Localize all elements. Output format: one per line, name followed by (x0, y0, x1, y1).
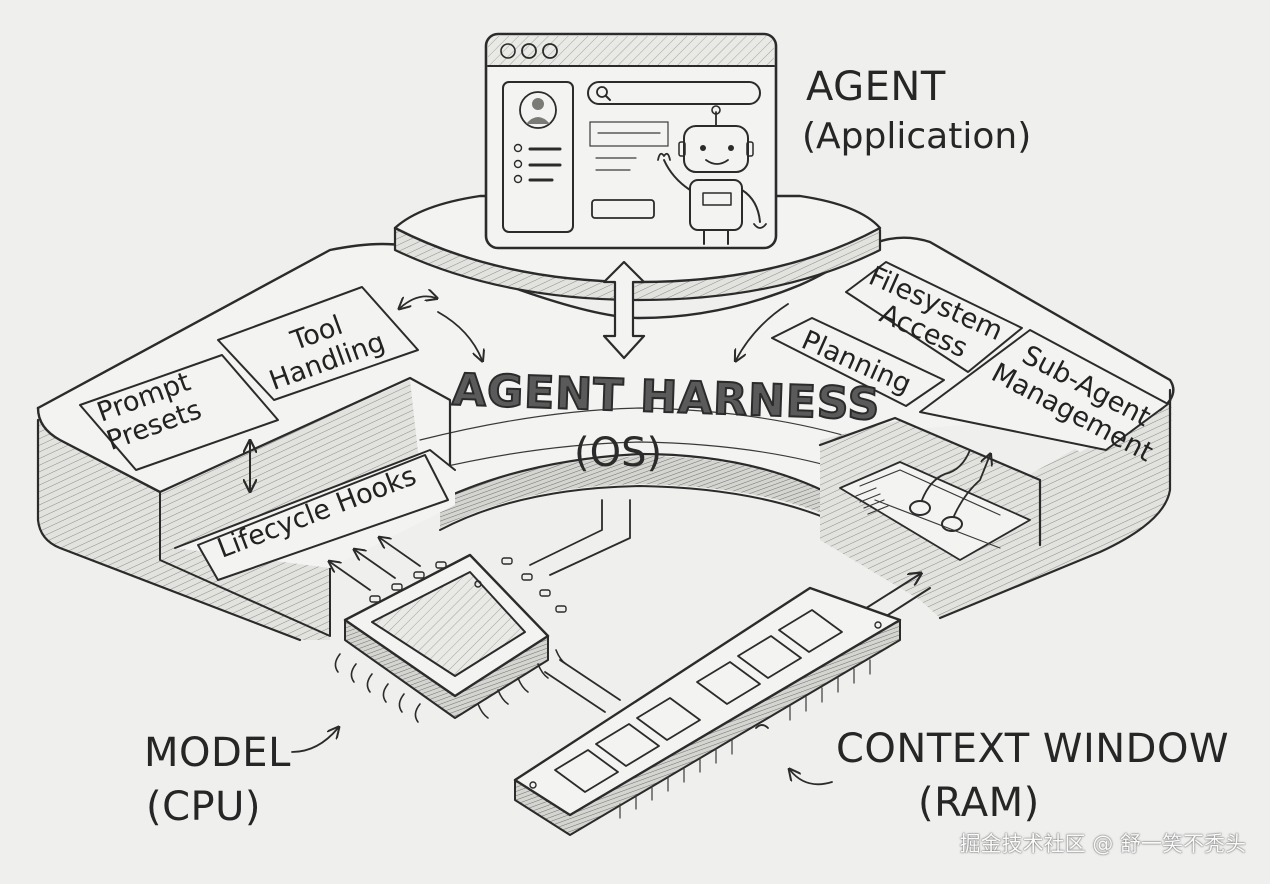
right-recess-tray (818, 416, 1042, 600)
control-knob-icon (941, 516, 963, 532)
cpu-chip-icon (334, 553, 567, 723)
search-icon (596, 86, 611, 101)
agent-subtitle: (Application) (802, 116, 1032, 157)
app-search-bar (587, 81, 761, 105)
user-avatar-icon (519, 91, 557, 129)
control-knob-icon (909, 500, 931, 516)
ram-contacts (619, 659, 871, 819)
ram-stick-icon (513, 586, 902, 836)
window-close-icon (500, 43, 516, 59)
watermark: 掘金技术社区 @ 舒一笑不秃头 (959, 832, 1246, 856)
control-panel (855, 449, 1001, 549)
robot-icon (657, 105, 767, 245)
lifecycle-hooks-box (197, 454, 449, 581)
context-window-pointer-arrow (790, 770, 833, 786)
agent-title: AGENT (806, 64, 946, 110)
prompt-presets-box (79, 354, 279, 471)
model-pointer-arrow (291, 728, 338, 753)
window-minimize-icon (521, 43, 537, 59)
curved-arrow-icon (400, 296, 436, 308)
agent-app-window (484, 32, 778, 250)
app-button (591, 199, 655, 219)
tool-handling-box (217, 286, 419, 401)
bidirectional-arrow-icon (602, 260, 646, 360)
curved-arrow-icon (736, 303, 789, 360)
ram-chips (554, 609, 843, 793)
planning-box (771, 317, 945, 407)
sub-agent-management-box (919, 329, 1169, 451)
flow-arrows (250, 260, 931, 713)
window-maximize-icon (542, 43, 558, 59)
filesystem-access-box (845, 261, 1023, 373)
context-window-subtitle: (RAM) (918, 780, 1040, 826)
harness-subtitle: (OS) (574, 430, 663, 476)
module-boxes (79, 261, 1169, 581)
model-subtitle: (CPU) (146, 784, 262, 830)
model-title: MODEL (144, 730, 291, 776)
curved-arrow-icon (437, 311, 482, 360)
context-window-title: CONTEXT WINDOW (836, 726, 1229, 772)
